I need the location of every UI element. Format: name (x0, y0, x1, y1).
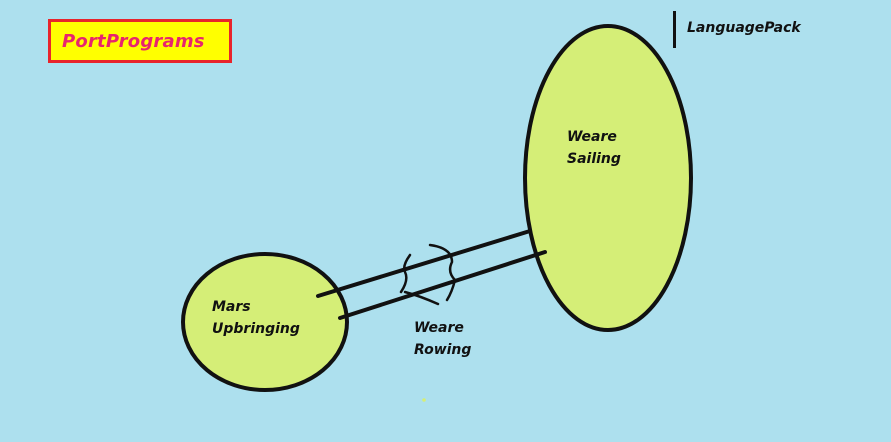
stray-dot (422, 398, 426, 402)
mars-label-line1: Mars (212, 299, 251, 315)
sailing-node (523, 24, 693, 332)
sailing-node-label: Weare Sailing (567, 126, 621, 170)
title-box: PortPrograms (48, 19, 232, 63)
mars-label-line2: Upbringing (212, 321, 300, 337)
connector-bracket-bottom (403, 290, 440, 306)
sailing-label-line2: Sailing (567, 151, 621, 167)
connector-label: Weare Rowing (414, 317, 471, 361)
connector-label-line2: Rowing (414, 342, 472, 358)
mars-node-label: Mars Upbringing (212, 296, 300, 340)
language-pack-marker (673, 11, 676, 48)
language-pack-label: LanguagePack (687, 20, 801, 36)
connector-bracket-left (399, 253, 412, 294)
page-title: PortPrograms (62, 30, 205, 52)
connector-line-lower (338, 250, 547, 320)
connector-bracket-right (428, 243, 457, 302)
connector-line-upper (316, 229, 532, 298)
mars-node (181, 252, 349, 392)
connector-label-line1: Weare (414, 320, 464, 336)
sailing-label-line1: Weare (567, 129, 617, 145)
